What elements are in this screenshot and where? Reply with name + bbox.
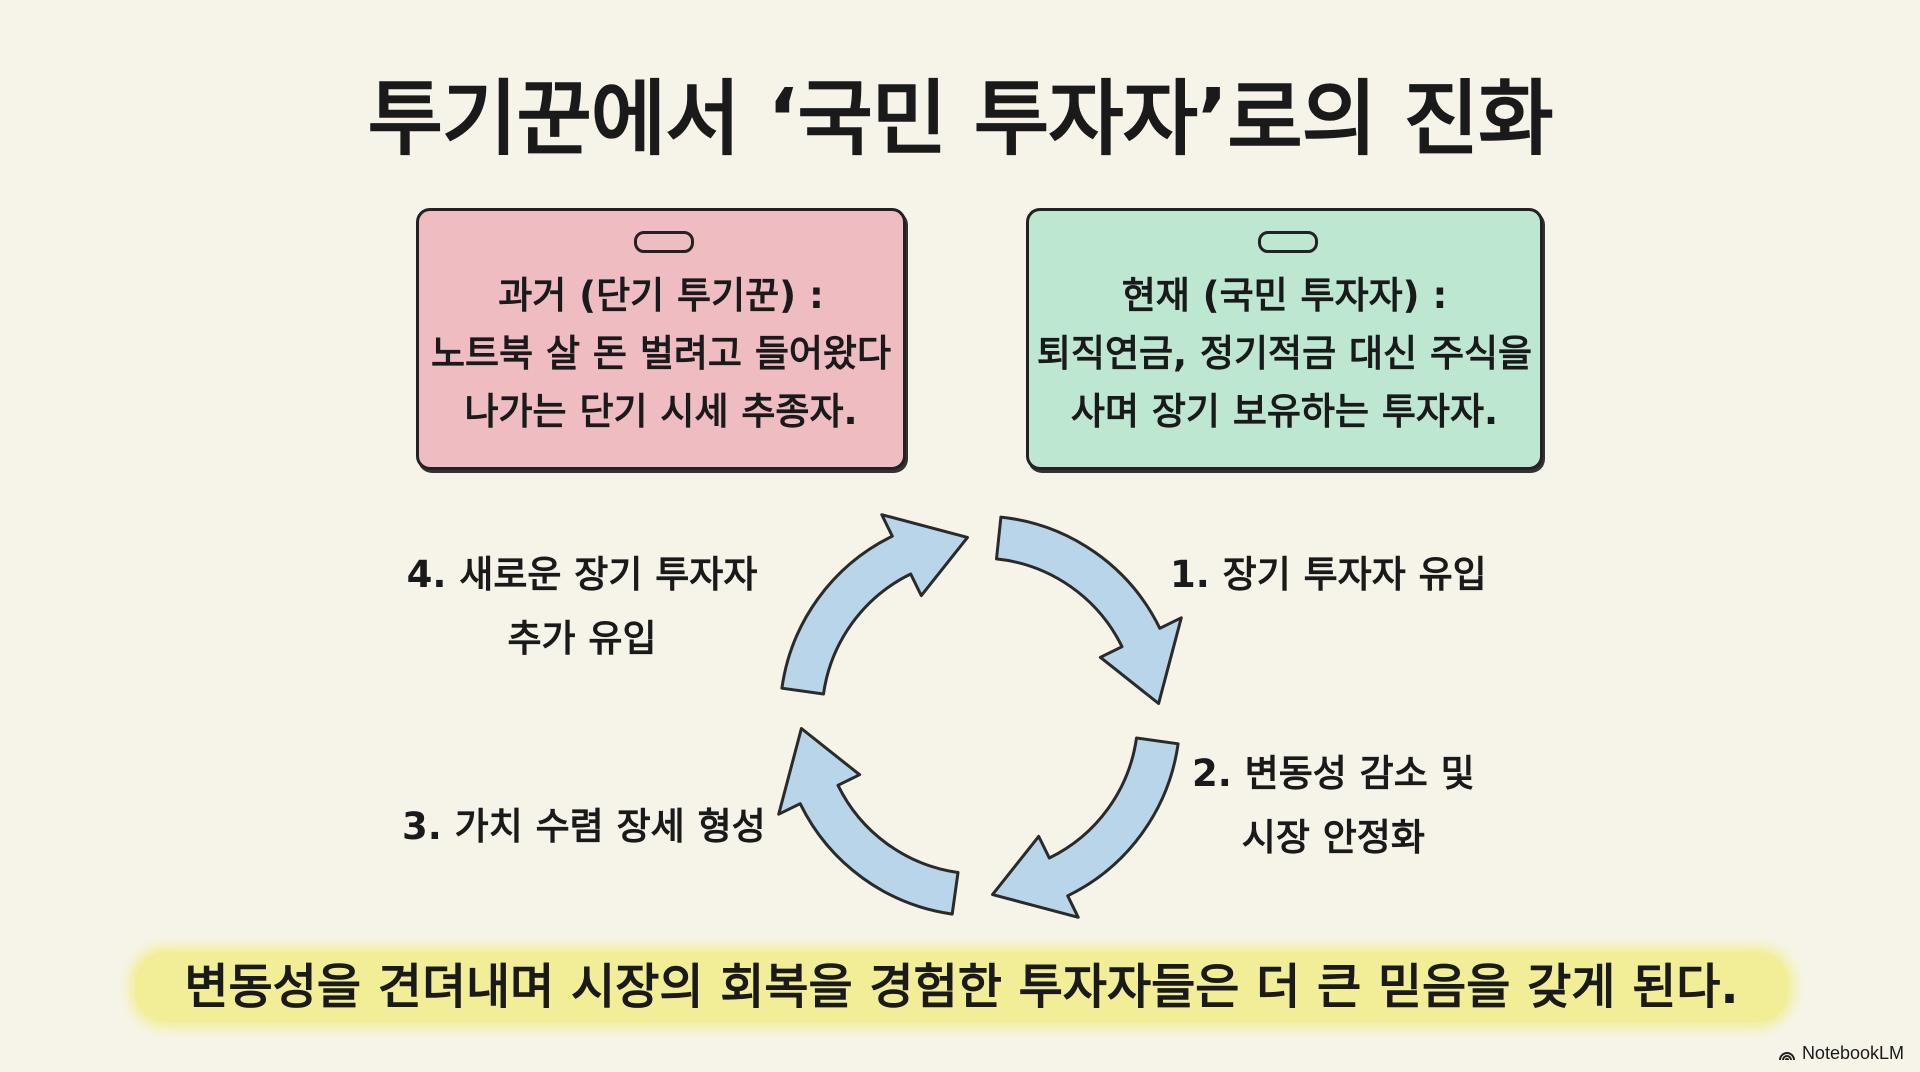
cycle-arrow-icon-1: [995, 515, 1183, 705]
cycle-arrow-icon-2: [991, 736, 1180, 919]
page-title: 투기꾼에서 ‘국민 투자자’로의 진화: [367, 72, 1553, 167]
present-card: 현재 (국민 투자자) : 퇴직연금, 정기적금 대신 주식을 사며 장기 보유…: [1026, 208, 1543, 470]
step-label: 3. 가치 수렴 장세 형성: [402, 805, 766, 848]
step-label: 1. 장기 투자자 유입: [1170, 553, 1487, 596]
cycle-arrow-icon-4: [780, 513, 969, 696]
past-card-line: 노트북 살 돈 벌려고 들어왔다: [430, 332, 891, 375]
present-card-line: 퇴직연금, 정기적금 대신 주식을: [1036, 332, 1533, 375]
cycle-arrow-icon-3: [777, 727, 960, 916]
cycle-step-3: 3. 가치 수렴 장세 형성: [402, 795, 766, 859]
step-label: 2. 변동성 감소 및: [1192, 752, 1475, 795]
conclusion-highlight: 변동성을 견뎌내며 시장의 회복을 경험한 투자자들은 더 큰 믿음을 갖게 된…: [135, 952, 1788, 1022]
card-hole-icon: [1257, 231, 1318, 253]
present-card-heading: 현재 (국민 투자자) :: [1121, 274, 1448, 317]
step-label: 4. 새로운 장기 투자자: [406, 553, 758, 596]
brand-watermark: NotebookLM: [1778, 1043, 1904, 1064]
cycle-step-4: 4. 새로운 장기 투자자 추가 유입: [400, 543, 764, 671]
past-card-heading: 과거 (단기 투기꾼) :: [498, 274, 824, 317]
present-card-line: 사며 장기 보유하는 투자자.: [1070, 390, 1499, 433]
past-card: 과거 (단기 투기꾼) : 노트북 살 돈 벌려고 들어왔다 나가는 단기 시세…: [416, 208, 906, 470]
step-label: 추가 유입: [507, 617, 657, 660]
step-label: 시장 안정화: [1241, 816, 1425, 859]
past-card-line: 나가는 단기 시세 추종자.: [464, 390, 858, 433]
cycle-step-2: 2. 변동성 감소 및 시장 안정화: [1192, 742, 1475, 870]
notebooklm-logo-icon: [1778, 1051, 1795, 1060]
card-hole-icon: [634, 231, 694, 253]
cycle-step-1: 1. 장기 투자자 유입: [1170, 543, 1487, 607]
brand-label: NotebookLM: [1801, 1043, 1904, 1063]
